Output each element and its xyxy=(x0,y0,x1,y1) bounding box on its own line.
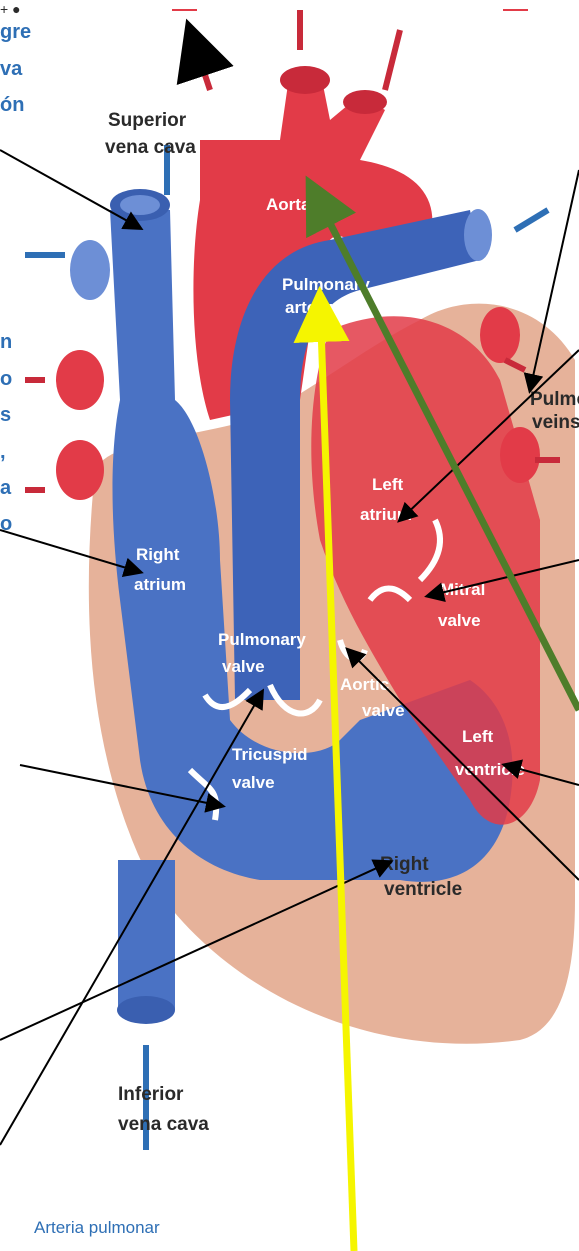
flow-arrow-1 xyxy=(190,30,210,90)
label-right-ventricle-1: Right xyxy=(380,854,429,875)
label-pulmonary-veins-1: Pulmonary xyxy=(530,389,579,410)
label-left-atrium-1: Left xyxy=(372,475,404,494)
label-right-ventricle-2: ventricle xyxy=(384,879,462,900)
left-vessel-opening xyxy=(70,240,110,300)
label-inferior-vena-cava-1: Inferior xyxy=(118,1084,184,1105)
label-pulmonary-valve-1: Pulmonary xyxy=(218,630,306,649)
side-text-1: gre xyxy=(0,21,31,43)
side-text-3: ón xyxy=(0,94,24,116)
flow-arrow-3 xyxy=(385,30,400,90)
right-pulmonary-vein-2 xyxy=(56,440,104,500)
label-pulmonary-artery-2: artery xyxy=(285,298,333,317)
label-left-atrium-2: atrium xyxy=(360,505,412,524)
label-left-ventricle-1: Left xyxy=(462,727,494,746)
right-pulmonary-vein-1 xyxy=(56,350,104,410)
left-pulmonary-vein-2 xyxy=(500,427,540,483)
label-superior-vena-cava-2: vena cava xyxy=(105,137,196,158)
side-fragment-1: n xyxy=(0,331,12,353)
label-mitral-valve-1: Mitral xyxy=(440,580,485,599)
label-tricuspid-valve-1: Tricuspid xyxy=(232,745,308,764)
label-pulmonary-valve-2: valve xyxy=(222,657,265,676)
label-left-ventricle-2: ventricle xyxy=(455,760,525,779)
side-fragment-3: s xyxy=(0,404,11,426)
top-dots: + ● xyxy=(0,1,21,17)
caption: Arteria pulmonar xyxy=(34,1218,160,1238)
side-fragment-5: a xyxy=(0,477,12,499)
left-pulmonary-vein-1 xyxy=(480,307,520,363)
side-fragment-4: , xyxy=(0,441,6,463)
label-inferior-vena-cava-2: vena cava xyxy=(118,1114,209,1135)
label-right-atrium-2: atrium xyxy=(134,575,186,594)
label-right-atrium-1: Right xyxy=(136,545,180,564)
label-mitral-valve-2: valve xyxy=(438,611,481,630)
label-superior-vena-cava-1: Superior xyxy=(108,110,187,131)
side-fragment-2: o xyxy=(0,368,12,390)
flow-arrow-5 xyxy=(515,210,548,230)
leader-superior-vena-cava xyxy=(0,150,140,228)
side-text-2: va xyxy=(0,58,23,80)
label-aorta: Aorta xyxy=(266,195,311,214)
label-tricuspid-valve-2: valve xyxy=(232,773,275,792)
label-aortic-valve-2: valve xyxy=(362,701,405,720)
label-pulmonary-veins-2: veins xyxy=(532,412,579,433)
inferior-vena-cava xyxy=(118,860,175,1010)
